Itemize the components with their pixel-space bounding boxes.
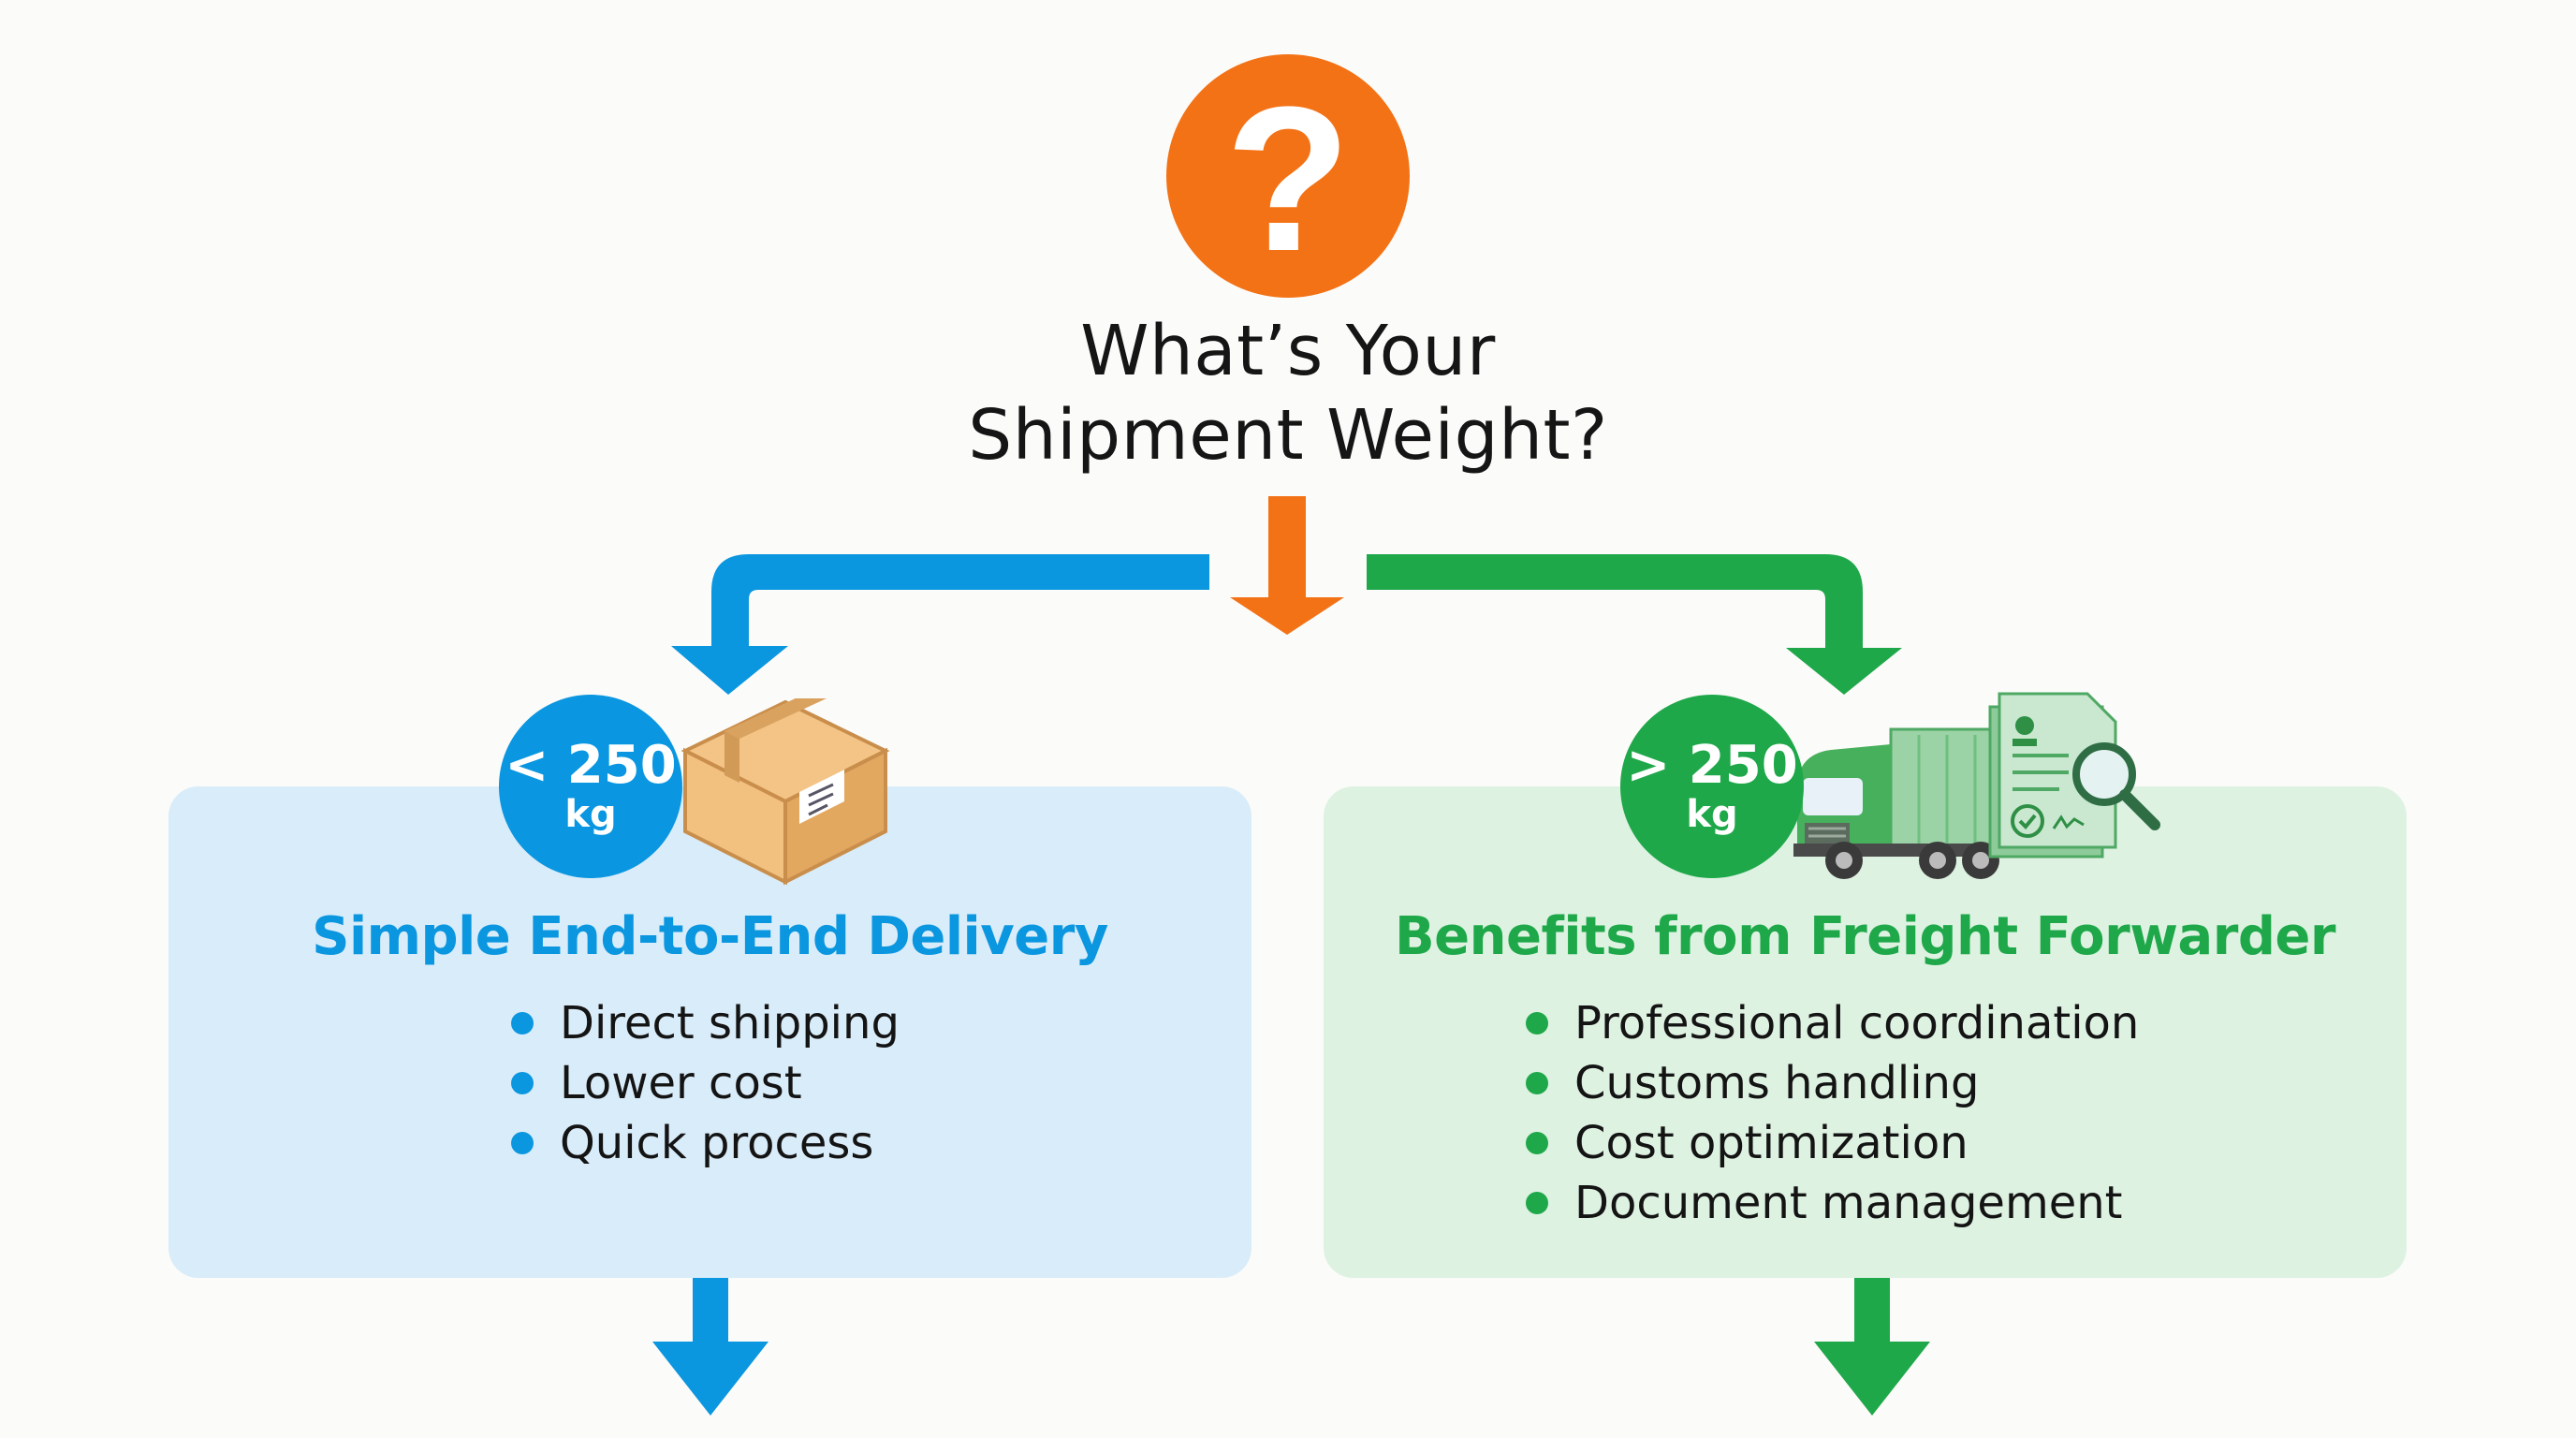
list-item: Quick process bbox=[511, 1113, 900, 1173]
truck-and-documents-icon bbox=[1793, 692, 2160, 879]
bullet-dot-icon bbox=[511, 1012, 534, 1034]
light-shipment-card bbox=[168, 786, 1251, 1278]
bullet-dot-icon bbox=[1526, 1072, 1548, 1094]
title-line-2: Shipment Weight? bbox=[968, 395, 1608, 476]
bullet-dot-icon bbox=[1526, 1132, 1548, 1154]
list-item: Direct shipping bbox=[511, 993, 900, 1053]
page-title: What’s Your Shipment Weight? bbox=[820, 309, 1756, 477]
bullet-dot-icon bbox=[511, 1072, 534, 1094]
list-item: Customs handling bbox=[1526, 1053, 2139, 1113]
cardboard-box-icon bbox=[681, 698, 890, 886]
question-mark-icon: ? bbox=[1224, 64, 1352, 294]
badge-unit: kg bbox=[1686, 793, 1738, 836]
blue-branch-arrow-icon bbox=[671, 554, 1209, 695]
title-line-1: What’s Your bbox=[1080, 311, 1496, 391]
badge-unit: kg bbox=[564, 793, 617, 836]
bullet-dot-icon bbox=[1526, 1012, 1548, 1034]
bullet-dot-icon bbox=[511, 1132, 534, 1154]
heavy-shipment-heading: Benefits from Freight Forwarder bbox=[1394, 906, 2336, 967]
list-item: Professional coordination bbox=[1526, 993, 2139, 1053]
list-item: Cost optimization bbox=[1526, 1113, 2139, 1173]
green-bottom-arrow-icon bbox=[1814, 1278, 1930, 1416]
list-item: Lower cost bbox=[511, 1053, 900, 1113]
badge-value: > 250 bbox=[1626, 735, 1798, 796]
weight-badge-under-250: < 250 kg bbox=[499, 695, 682, 878]
list-item: Document management bbox=[1526, 1173, 2139, 1233]
light-shipment-benefits: Direct shipping Lower cost Quick process bbox=[511, 993, 900, 1173]
badge-value: < 250 bbox=[505, 735, 677, 796]
bullet-dot-icon bbox=[1526, 1192, 1548, 1214]
heavy-shipment-card bbox=[1324, 786, 2407, 1278]
orange-down-arrow-icon bbox=[1230, 496, 1344, 635]
blue-bottom-arrow-icon bbox=[652, 1278, 768, 1416]
weight-badge-over-250: > 250 kg bbox=[1620, 695, 1804, 878]
light-shipment-heading: Simple End-to-End Delivery bbox=[312, 906, 1108, 967]
heavy-shipment-benefits: Professional coordination Customs handli… bbox=[1526, 993, 2139, 1233]
question-circle: ? bbox=[1166, 54, 1410, 298]
green-branch-arrow-icon bbox=[1367, 554, 1902, 695]
